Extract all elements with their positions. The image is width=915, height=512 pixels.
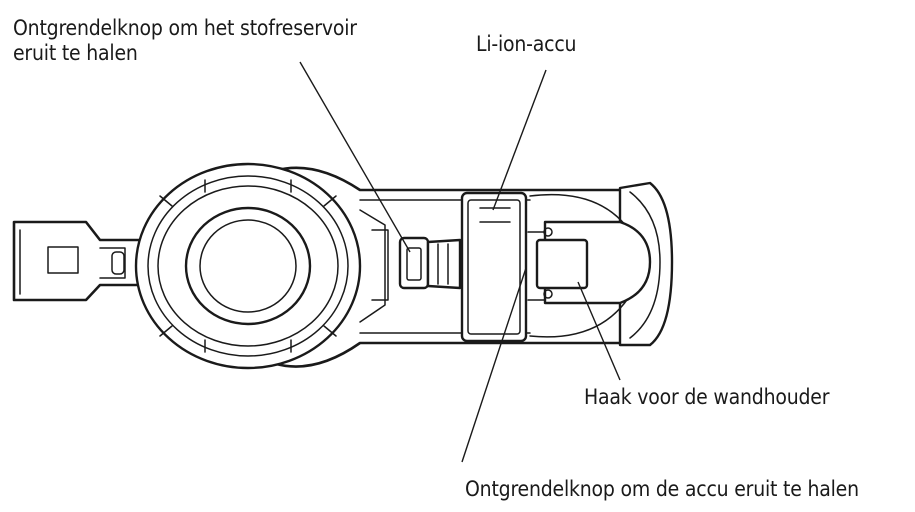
dust-latch [359, 209, 389, 323]
label-battery-release: Ontgrendelknop om de accu eruit te halen [465, 477, 859, 501]
label-wall-hook: Haak voor de wandhouder [584, 385, 830, 409]
label-battery: Li-ion-accu [476, 32, 577, 56]
dust-container [134, 162, 362, 370]
leader-battery-release [461, 267, 527, 463]
leader-battery [492, 69, 547, 211]
nozzle-connector [12, 220, 142, 302]
leader-lines [299, 61, 621, 463]
dust-release-button [398, 236, 462, 290]
wall-mount-hook [535, 220, 652, 305]
leader-hook [577, 281, 621, 381]
label-dust-release: Ontgrendelknop om het stofreservoir erui… [13, 16, 357, 65]
li-ion-battery [460, 191, 528, 343]
leader-dust-release [299, 61, 411, 253]
